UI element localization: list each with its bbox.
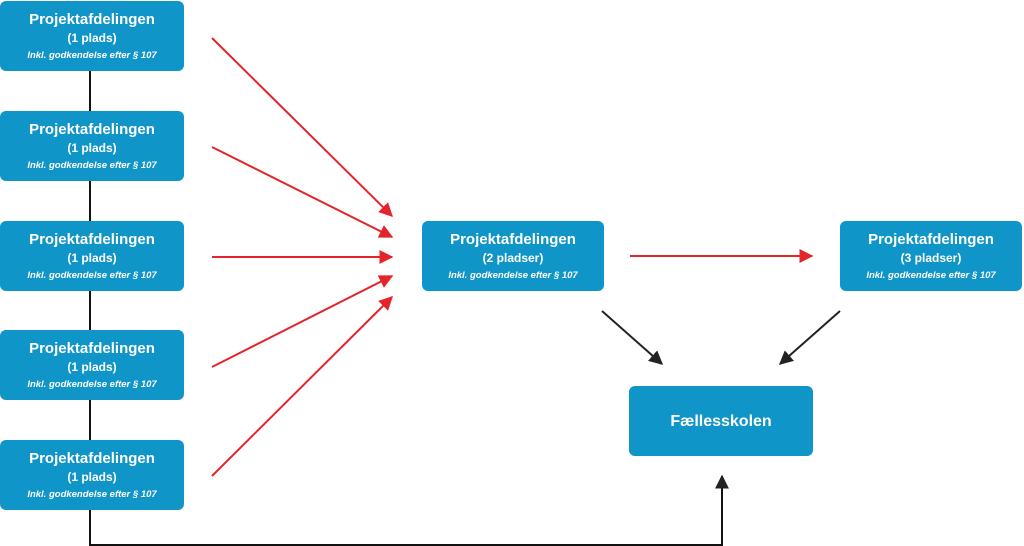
middle-box: Projektafdelingen (2 pladser) Inkl. godk… [422,221,604,291]
left-box-5: Projektafdelingen (1 plads) Inkl. godken… [0,440,184,510]
left-box-4: Projektafdelingen (1 plads) Inkl. godken… [0,330,184,400]
box-capacity: (1 plads) [67,250,117,265]
box-title: Projektafdelingen [29,230,155,248]
box-note: Inkl. godkendelse efter § 107 [27,269,157,281]
left-box-2: Projektafdelingen (1 plads) Inkl. godken… [0,111,184,181]
flow-arrow-5 [211,296,393,477]
school-title: Fællesskolen [670,412,772,430]
box-note: Inkl. godkendelse efter § 107 [27,378,157,390]
left-box-1: Projektafdelingen (1 plads) Inkl. godken… [0,1,184,71]
arrow-right-to-school [778,310,841,365]
box-title: Projektafdelingen [29,339,155,357]
school-box: Fællesskolen [629,386,813,456]
box-title: Projektafdelingen [868,230,994,248]
box-note: Inkl. godkendelse efter § 107 [448,269,578,281]
box-note: Inkl. godkendelse efter § 107 [27,49,157,61]
flow-arrow-1 [211,37,393,217]
box-capacity: (1 plads) [67,359,117,374]
box-title: Projektafdelingen [29,10,155,28]
box-title: Projektafdelingen [450,230,576,248]
box-capacity: (1 plads) [67,140,117,155]
box-title: Projektafdelingen [29,120,155,138]
box-note: Inkl. godkendelse efter § 107 [866,269,996,281]
box-capacity: (2 pladser) [482,250,544,265]
box-note: Inkl. godkendelse efter § 107 [27,488,157,500]
left-box-3: Projektafdelingen (1 plads) Inkl. godken… [0,221,184,291]
box-capacity: (1 plads) [67,30,117,45]
arrow-middle-to-school [601,310,664,365]
left-column-connector [89,70,729,546]
box-capacity: (3 pladser) [900,250,962,265]
box-note: Inkl. godkendelse efter § 107 [27,159,157,171]
right-box: Projektafdelingen (3 pladser) Inkl. godk… [840,221,1022,291]
flow-arrow-2 [211,146,394,238]
flow-arrow-4 [211,275,394,368]
box-title: Projektafdelingen [29,449,155,467]
box-capacity: (1 plads) [67,469,117,484]
